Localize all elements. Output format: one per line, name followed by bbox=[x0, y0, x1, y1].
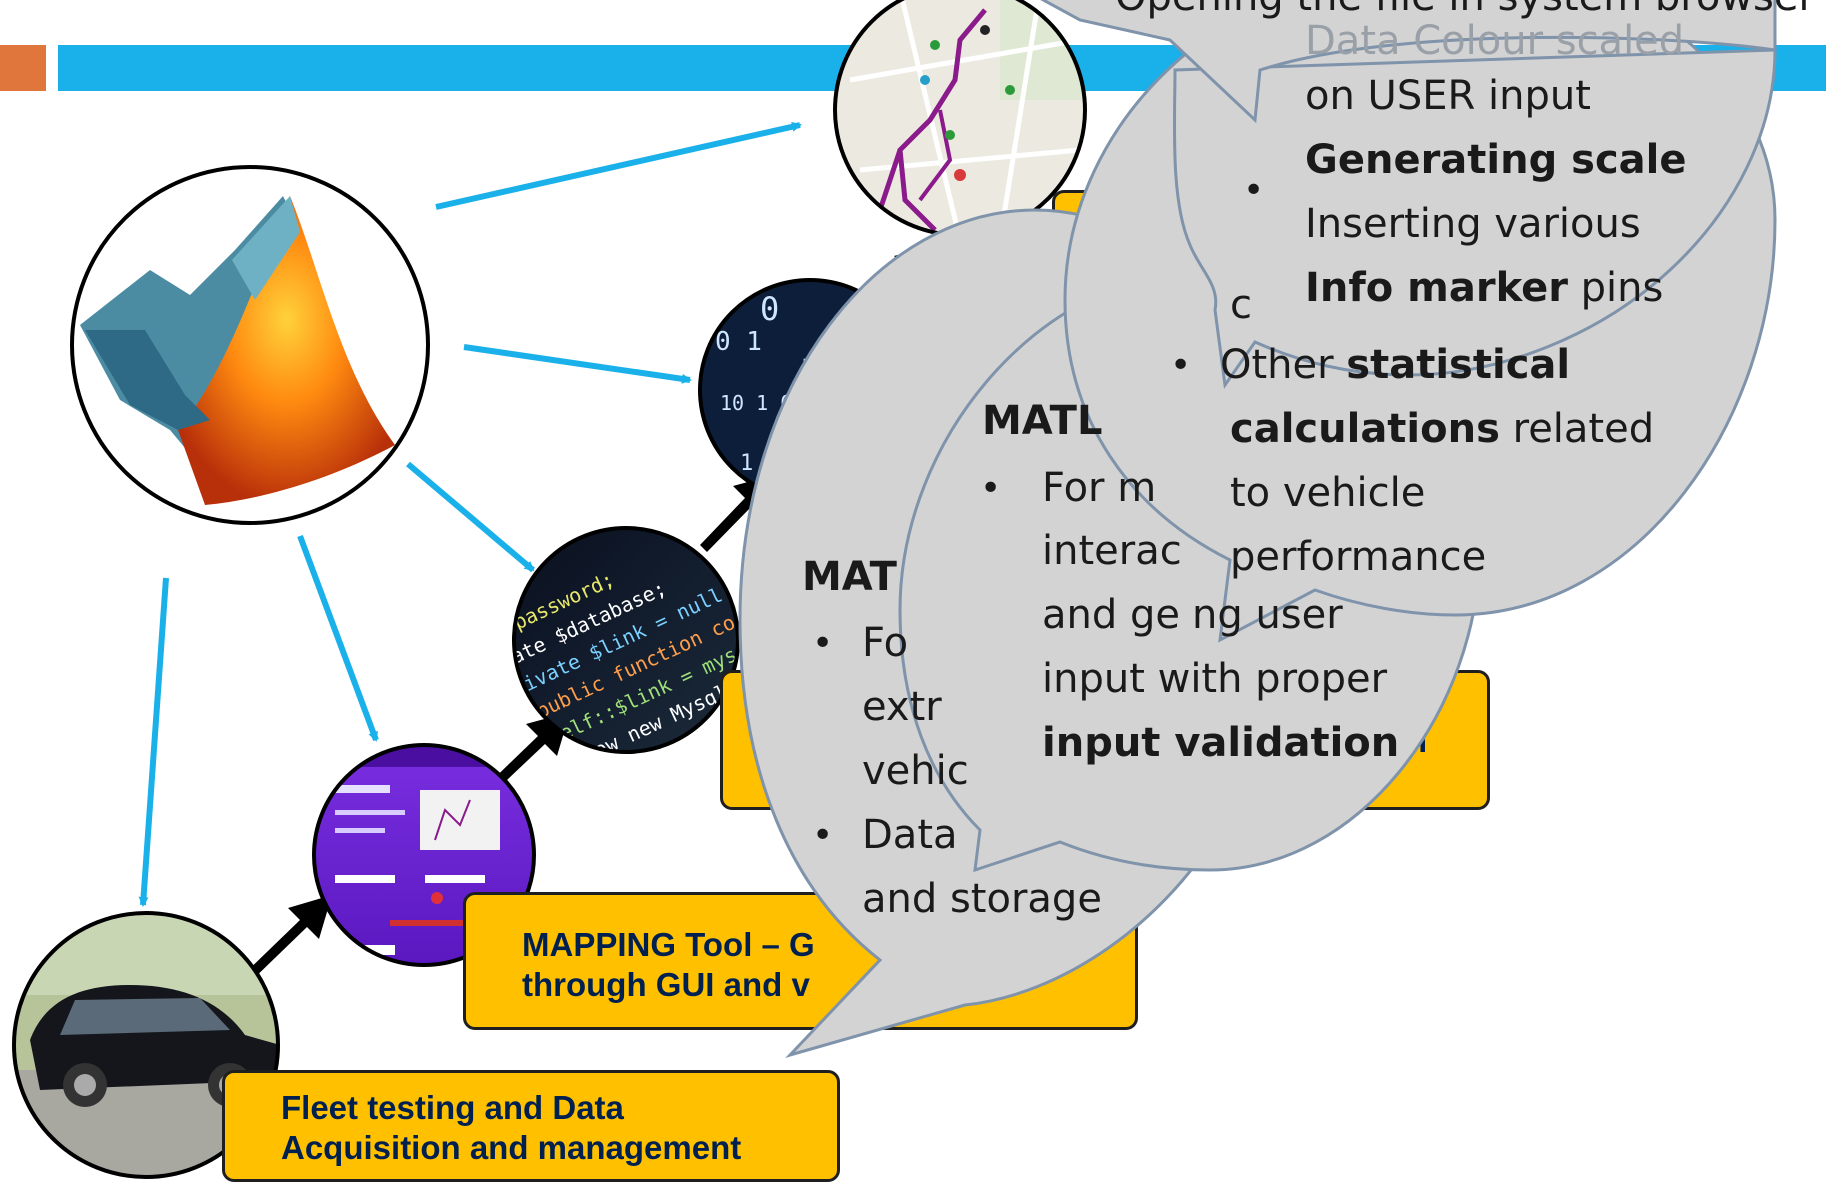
bullet-marker: • bbox=[812, 623, 834, 664]
bubble-second-line-3: to vehicle bbox=[1230, 470, 1426, 516]
bullet-marker: • bbox=[1243, 170, 1265, 211]
svg-text:1 0: 1 0 bbox=[800, 353, 854, 388]
bubble-fourth-line-2: extr bbox=[862, 684, 942, 730]
bubble-top-line-1: on USER input bbox=[1305, 73, 1591, 119]
bubble-second-frag-c: c bbox=[1230, 282, 1252, 328]
header-accent-square bbox=[0, 45, 46, 91]
caption-code-partial-text: n bbox=[1406, 722, 1427, 759]
bubble-fourth-title: MAT bbox=[802, 554, 897, 600]
arrow-to-car bbox=[138, 577, 169, 907]
bubble-fourth-line-3: vehic bbox=[862, 748, 969, 794]
bubble-top-line-2: Generating scale bbox=[1305, 137, 1687, 183]
bubble-second-line-1-bold: statistical bbox=[1346, 342, 1571, 388]
caption-fleet: Fleet testing and Data Acquisition and m… bbox=[222, 1070, 840, 1182]
bubble-third-line-4: input with proper bbox=[1042, 656, 1388, 702]
bubble-second-line-1: Other statistical bbox=[1220, 342, 1570, 388]
caption-mapping-line-1: MAPPING Tool – G bbox=[522, 926, 815, 963]
svg-text:0 1: 0 1 bbox=[715, 327, 762, 357]
bullet-marker: • bbox=[812, 815, 834, 856]
bubble-top-line-4-plain: pins bbox=[1567, 265, 1664, 311]
bubble-second-line-4: performance bbox=[1230, 534, 1487, 580]
caption-mapping-line-2: through GUI and v bbox=[522, 966, 810, 1003]
bubble-second-line-2-after: related bbox=[1499, 406, 1655, 452]
svg-text:0 1: 0 1 bbox=[790, 417, 837, 447]
bubble-fourth-line-5: and storage bbox=[862, 876, 1102, 922]
data-flow-arrows bbox=[138, 121, 802, 907]
bubble-second-line-2-bold: calculations bbox=[1230, 406, 1500, 452]
bubble-fourth-line-4a: Data bbox=[862, 812, 958, 858]
arrow-to-gui bbox=[297, 534, 379, 742]
svg-text:1 1 0: 1 1 0 bbox=[740, 451, 806, 476]
bubble-third-line-3a: and ge bbox=[1042, 592, 1180, 638]
bubble-top-line-3: Inserting various bbox=[1305, 201, 1641, 247]
bubble-second-line-1-plain: Other bbox=[1220, 342, 1347, 388]
bubble-top-line-4-bold: Info marker bbox=[1305, 265, 1568, 311]
bubble-third-line-1: For m bbox=[1042, 465, 1157, 511]
svg-text:10 1 0: 10 1 0 bbox=[720, 391, 792, 415]
arrow-car-to-gui bbox=[238, 895, 332, 987]
bubble-top-line-partial: Data Colour scaled bbox=[1305, 18, 1685, 64]
bubble-top-line-4: Info marker pins bbox=[1305, 265, 1663, 311]
code-screen-icon: $password; ate $database; ivate $link = … bbox=[512, 526, 740, 754]
bullet-marker: • bbox=[1170, 345, 1192, 386]
bubble-top-header: Opening the file in system browser bbox=[1115, 0, 1815, 20]
caption-fleet-line-2: Acquisition and management bbox=[281, 1129, 742, 1166]
bullet-marker: • bbox=[980, 468, 1002, 509]
bubble-third-line-2: interac bbox=[1042, 528, 1182, 574]
bubble-third-title: MATL bbox=[982, 398, 1103, 444]
caption-fleet-line-1: Fleet testing and Data bbox=[281, 1089, 624, 1126]
bubble-third-line-5: input validation bbox=[1042, 720, 1400, 766]
arrow-gui-to-code bbox=[482, 712, 570, 797]
bubble-third-line-3b: ng user bbox=[1192, 592, 1343, 638]
arrow-to-code bbox=[406, 461, 535, 573]
bubble-second-line-2: calculations related bbox=[1230, 406, 1654, 452]
binary-data-icon: 0 1 0 1 0 10 1 0 0 1 1 1 0 bbox=[698, 278, 922, 502]
arrow-to-binary bbox=[463, 344, 692, 384]
arrow-to-map bbox=[435, 121, 802, 210]
matlab-logo-icon bbox=[70, 165, 430, 525]
bubble-fourth-line-1: Fo bbox=[862, 620, 909, 666]
svg-text:0: 0 bbox=[760, 290, 779, 328]
